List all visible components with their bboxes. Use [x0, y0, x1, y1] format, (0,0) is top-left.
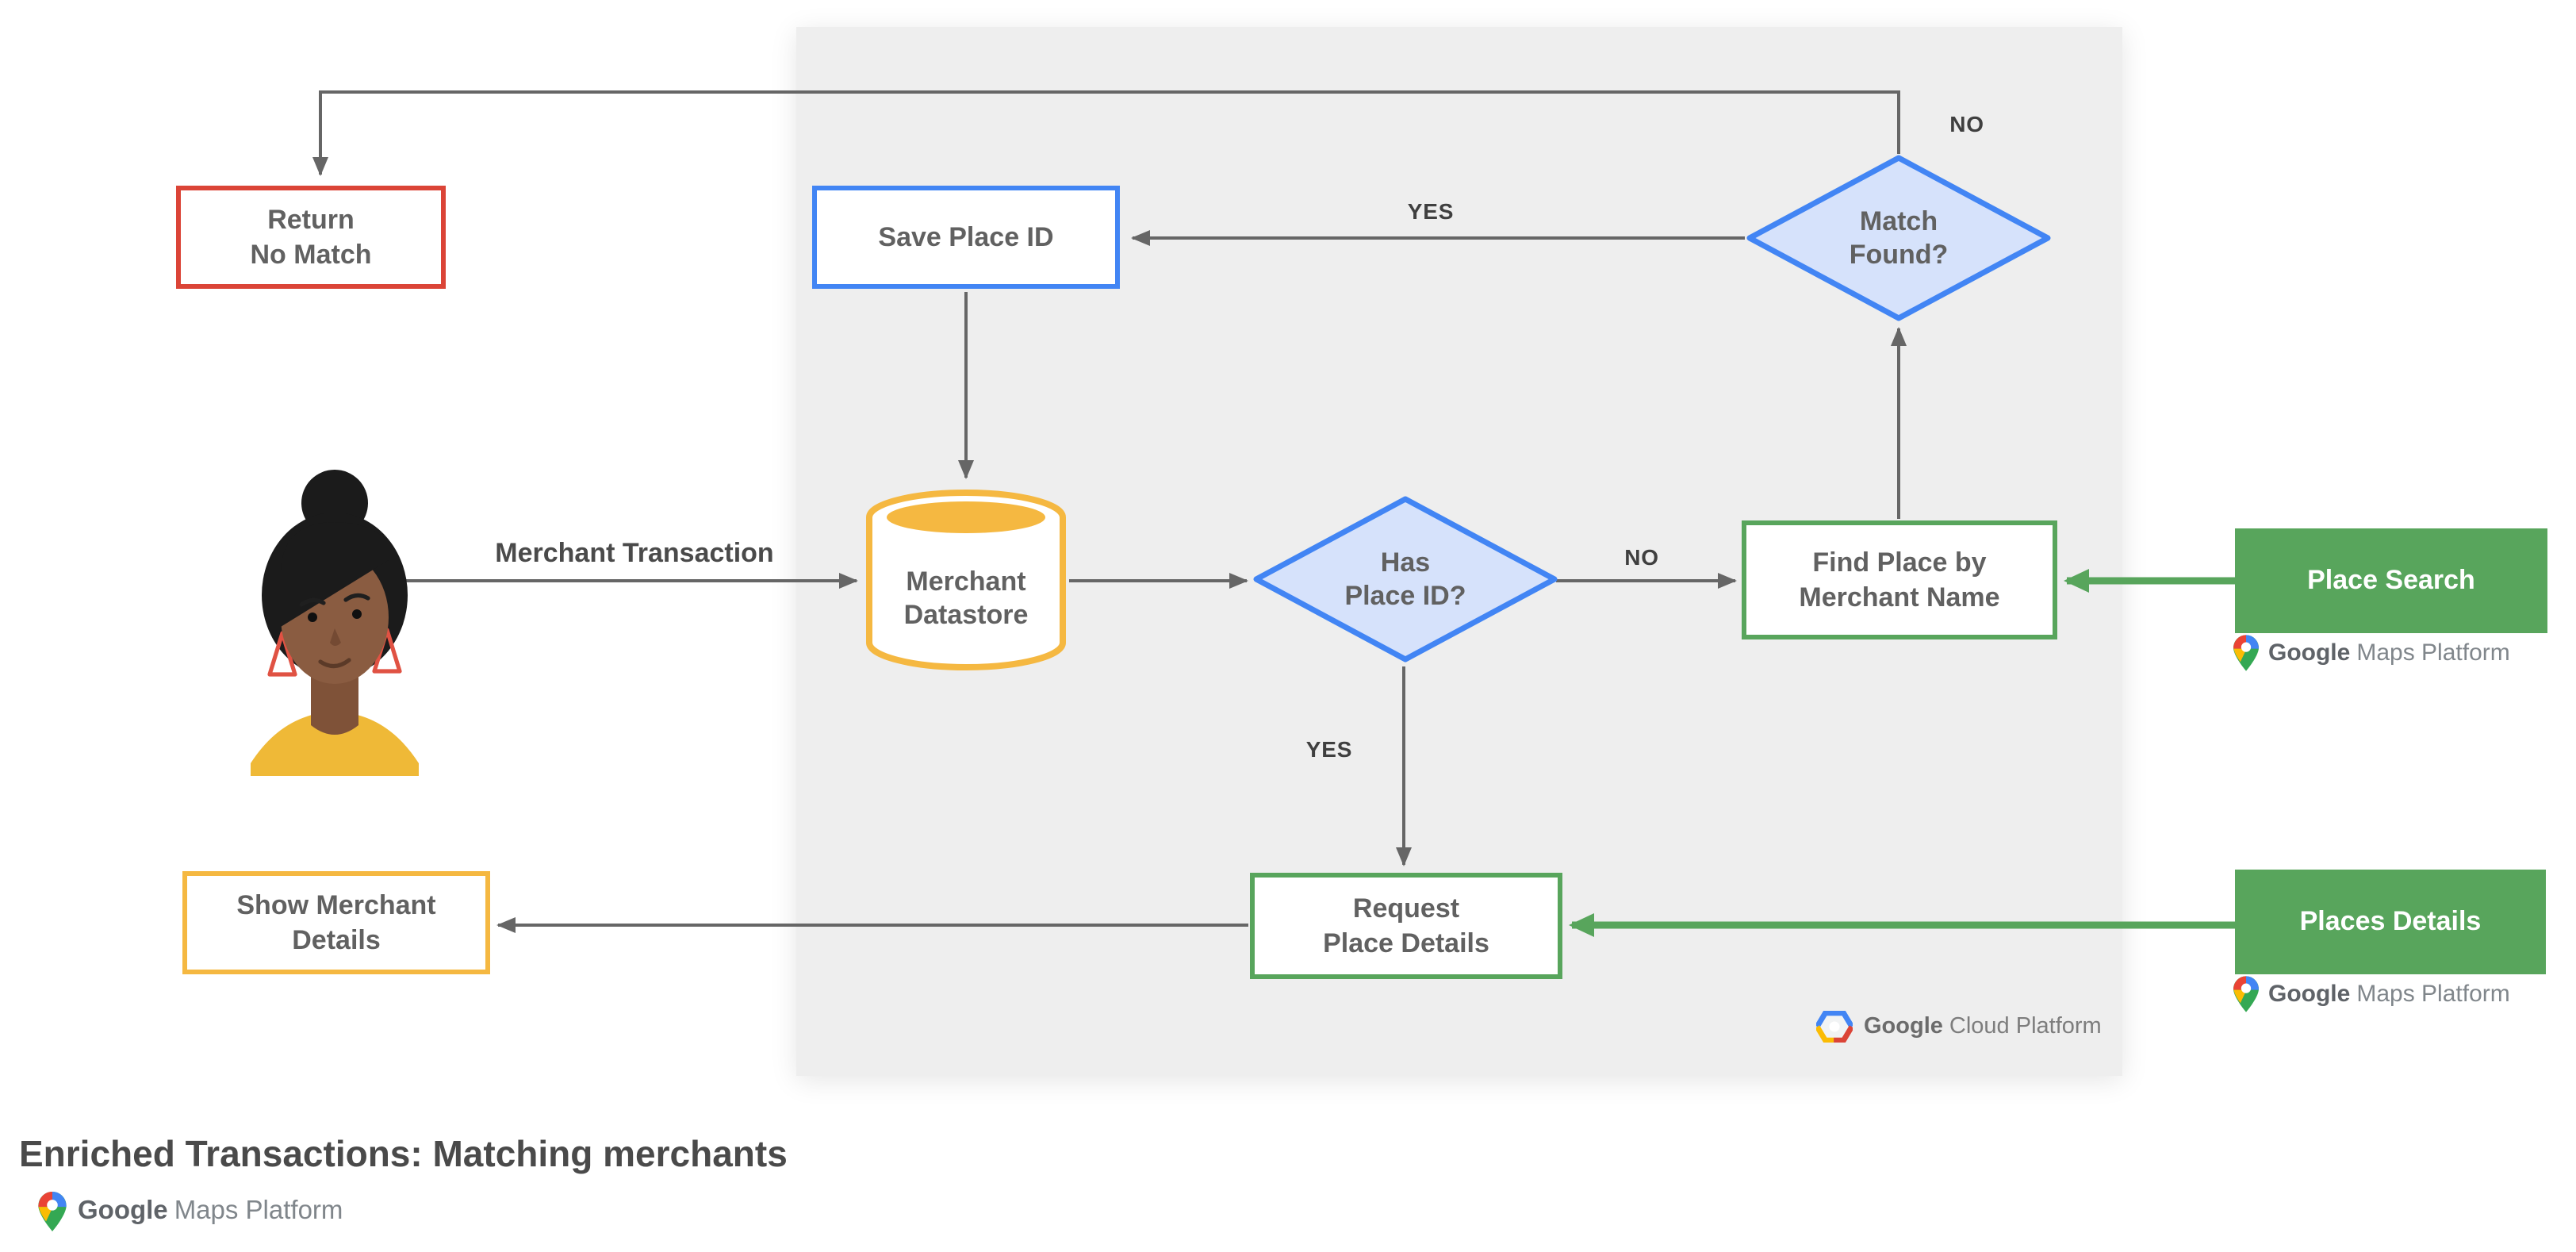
node-return-no-match: Return No Match: [176, 186, 446, 289]
maps-platform-badge: Google Maps Platform: [2233, 976, 2510, 1012]
decision-label: Has Place ID?: [1344, 547, 1466, 612]
maps-pin-icon: [38, 1192, 67, 1231]
edge-label-hasplace-yes: YES: [1305, 736, 1353, 762]
node-request-place-details: Request Place Details: [1250, 873, 1562, 979]
cloud-platform-badge: Google Cloud Platform: [1816, 1011, 2102, 1043]
brand-product: Maps Platform: [2356, 639, 2510, 666]
user-avatar: [241, 465, 428, 776]
brand-product: Cloud Platform: [1949, 1014, 2102, 1039]
datastore-label: Merchant Datastore: [903, 566, 1029, 631]
datastore-cylinder-shape: [866, 490, 1066, 670]
brand-google: Google: [2268, 981, 2351, 1008]
node-places-details-api: Places Details: [2235, 870, 2546, 974]
edge-match-no-return: [312, 90, 1900, 176]
maps-pin-icon: [2233, 635, 2259, 671]
node-place-search-api: Place Search: [2235, 528, 2547, 633]
decision-diamond-shape: [1746, 155, 2051, 321]
decision-diamond-shape: [1253, 496, 1558, 662]
edge-label-match-no: NO: [1949, 111, 1984, 136]
brand-google: Google: [2268, 639, 2351, 666]
brand-google: Google: [78, 1196, 168, 1225]
edge-label-merchant-transaction: Merchant Transaction: [495, 538, 774, 568]
decision-label: Match Found?: [1849, 205, 1949, 271]
node-save-place-id: Save Place ID: [812, 186, 1120, 289]
node-match-found: Match Found?: [1743, 152, 2054, 324]
maps-platform-badge: Google Maps Platform: [2233, 635, 2510, 671]
edge-label-match-yes: YES: [1407, 198, 1455, 224]
brand-product: Maps Platform: [174, 1196, 343, 1225]
diagram-title: Enriched Transactions: Matching merchant…: [19, 1133, 788, 1174]
node-find-place-by-merchant-name: Find Place by Merchant Name: [1742, 520, 2057, 639]
brand-product: Maps Platform: [2356, 981, 2510, 1008]
maps-platform-logo-footer: Google Maps Platform: [38, 1192, 343, 1231]
person-illustration: [251, 470, 419, 776]
node-show-merchant-details: Show Merchant Details: [182, 871, 490, 974]
edge-label-hasplace-no: NO: [1624, 544, 1659, 570]
node-has-place-id: Has Place ID?: [1250, 494, 1561, 665]
node-merchant-datastore: Merchant Datastore: [864, 487, 1068, 674]
brand-google: Google: [1864, 1014, 1943, 1039]
cloud-hexagon-icon: [1816, 1011, 1853, 1043]
maps-pin-icon: [2233, 976, 2259, 1012]
